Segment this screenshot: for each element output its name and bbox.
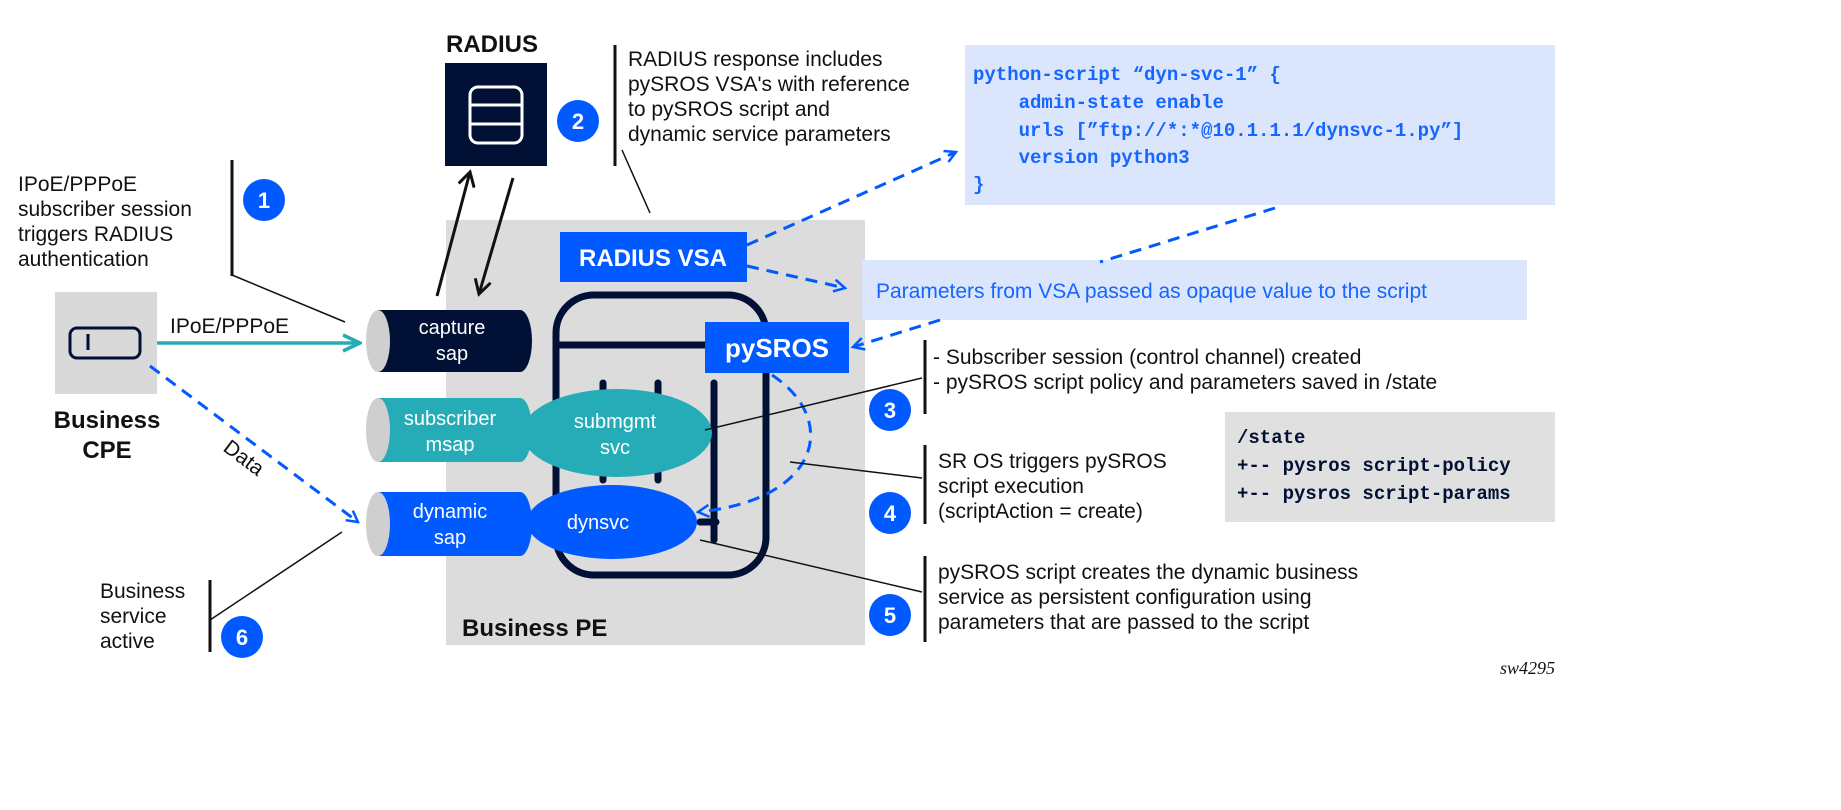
brackets	[208, 45, 927, 652]
radius-server	[445, 63, 547, 166]
svg-text:Business: Business	[100, 580, 185, 603]
step-badge-5: 5	[869, 594, 911, 636]
svg-text:service as persistent configur: service as persistent configuration usin…	[938, 586, 1312, 609]
step-4-text: SR OS triggers pySROS script execution (…	[938, 450, 1167, 523]
radius-response-arrow	[479, 177, 515, 294]
svg-text:1: 1	[258, 188, 270, 213]
dynamic-sap: dynamic sap	[366, 492, 532, 556]
svg-text:+-- pysros script-policy: +-- pysros script-policy	[1237, 455, 1511, 477]
svg-text:to pySROS script and: to pySROS script and	[628, 98, 830, 121]
svg-text:2: 2	[572, 109, 584, 134]
svg-text:triggers RADIUS: triggers RADIUS	[18, 223, 173, 246]
svg-text:IPoE/PPPoE: IPoE/PPPoE	[18, 173, 137, 196]
svg-text:urls [”ftp://*:*@10.1.1.1/dyns: urls [”ftp://*:*@10.1.1.1/dynsvc-1.py”]	[973, 120, 1463, 142]
svg-text:- pySROS script policy and par: - pySROS script policy and parameters sa…	[933, 371, 1437, 394]
svg-text:parameters that are passed to: parameters that are passed to the script	[938, 611, 1309, 634]
pysros-box	[705, 322, 849, 373]
subscriber-msap: subscriber msap	[366, 398, 532, 462]
svg-text:subscriber: subscriber	[404, 408, 497, 430]
step-badge-2: 2	[557, 100, 599, 142]
svg-text:msap: msap	[426, 434, 475, 456]
business-cpe-label-2: CPE	[82, 437, 131, 464]
data-link-arrow	[149, 364, 358, 522]
svg-text:/state: /state	[1237, 427, 1305, 449]
svg-text:python-script “dyn-svc-1” {: python-script “dyn-svc-1” {	[973, 64, 1281, 86]
svg-text:subscriber session: subscriber session	[18, 198, 192, 221]
svg-text:SR OS triggers pySROS: SR OS triggers pySROS	[938, 450, 1167, 473]
svg-text:active: active	[100, 630, 155, 653]
step-badge-4: 4	[869, 492, 911, 534]
radius-vsa-box	[560, 232, 747, 282]
business-cpe-label-1: Business	[54, 407, 161, 434]
svg-text:5: 5	[884, 603, 896, 628]
radius-label: RADIUS	[446, 31, 538, 58]
figure-id: sw4295	[1500, 658, 1555, 678]
svg-text:RADIUS response includes: RADIUS response includes	[628, 48, 882, 71]
svg-text:dynamic service parameters: dynamic service parameters	[628, 123, 891, 146]
business-pe-label: Business PE	[462, 615, 607, 642]
database-icon	[468, 85, 524, 145]
data-link-label: Data	[219, 436, 269, 481]
svg-text:capture: capture	[419, 317, 486, 339]
svg-text:sap: sap	[434, 527, 466, 549]
radius-request-arrow	[435, 172, 470, 297]
step-1-text: IPoE/PPPoE subscriber session triggers R…	[18, 173, 192, 271]
submgmt-svc: submgmt svc	[522, 389, 712, 477]
svg-text:+-- pysros script-params: +-- pysros script-params	[1237, 483, 1511, 505]
svg-text:6: 6	[236, 625, 248, 650]
state-box	[1225, 412, 1555, 522]
params-box	[862, 260, 1527, 320]
python-script-config: python-script “dyn-svc-1” { admin-state …	[973, 64, 1463, 196]
svg-text:(scriptAction = create): (scriptAction = create)	[938, 500, 1143, 523]
svg-text:dynamic: dynamic	[413, 501, 487, 523]
svg-text:svc: svc	[600, 437, 630, 459]
svg-text:admin-state enable: admin-state enable	[973, 92, 1224, 114]
svg-text:4: 4	[884, 501, 897, 526]
svg-text:pySROS VSA's with reference: pySROS VSA's with reference	[628, 73, 910, 96]
svg-text:sap: sap	[436, 343, 468, 365]
svg-text:dynsvc: dynsvc	[567, 512, 629, 534]
vsa-flows	[698, 152, 1276, 512]
svg-text:submgmt: submgmt	[574, 411, 657, 433]
svg-text:script execution: script execution	[938, 475, 1084, 498]
svg-text:service: service	[100, 605, 167, 628]
step-badge-3: 3	[869, 389, 911, 431]
svg-text:- Subscriber session (control: - Subscriber session (control channel) c…	[933, 346, 1361, 369]
svg-text:version python3: version python3	[973, 147, 1190, 169]
step-5-text: pySROS script creates the dynamic busine…	[938, 561, 1358, 634]
ipoe-link-label: IPoE/PPPoE	[170, 315, 289, 338]
callout-lines	[209, 149, 923, 621]
state-tree: /state +-- pysros script-policy +-- pysr…	[1237, 427, 1511, 505]
params-box-text: Parameters from VSA passed as opaque val…	[876, 280, 1427, 303]
radius-vsa-label: RADIUS VSA	[579, 245, 727, 272]
step-6-text: Business service active	[100, 580, 185, 653]
capture-sap: capture sap	[366, 310, 532, 372]
step-badge-1: 1	[243, 179, 285, 221]
python-script-config-box	[965, 45, 1555, 205]
svg-text:authentication: authentication	[18, 248, 149, 271]
step-badge-6: 6	[221, 616, 263, 658]
dynsvc: dynsvc	[527, 485, 697, 559]
svg-text:pySROS script creates the dyna: pySROS script creates the dynamic busine…	[938, 561, 1358, 584]
svg-text:}: }	[973, 174, 984, 196]
svg-text:3: 3	[884, 398, 896, 423]
pysros-label: pySROS	[725, 333, 829, 363]
step-3-text: - Subscriber session (control channel) c…	[933, 346, 1437, 394]
cpe-device-icon	[68, 326, 142, 360]
step-2-text: RADIUS response includes pySROS VSA's wi…	[628, 48, 910, 146]
